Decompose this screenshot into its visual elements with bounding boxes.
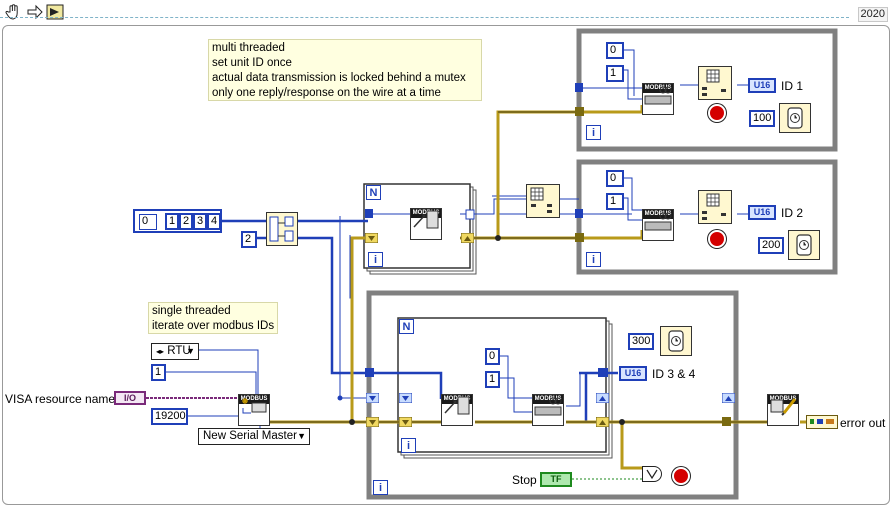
error-cluster-indicator bbox=[806, 415, 838, 429]
shift-register-right-icon bbox=[461, 233, 474, 243]
loop-stop-icon bbox=[672, 467, 690, 485]
for-loop-single[interactable] bbox=[397, 317, 607, 453]
id2-indicator: U16 bbox=[748, 205, 776, 220]
array-index[interactable]: 0 bbox=[139, 214, 157, 230]
shift-register-right-icon bbox=[596, 417, 609, 427]
visa-resource-control[interactable]: I/O bbox=[114, 391, 146, 405]
id1-label: ID 1 bbox=[781, 79, 804, 93]
toolbar: 2020 bbox=[0, 0, 891, 24]
loop-iteration-terminal: i bbox=[586, 252, 601, 267]
wait-ms-constant[interactable]: 100 bbox=[749, 110, 775, 127]
protocol-ring[interactable]: ◂▸ RTU ▼ bbox=[151, 343, 199, 360]
slave-id-constant[interactable]: 1 bbox=[151, 364, 166, 381]
loop-iteration-terminal: i bbox=[401, 438, 416, 453]
wait-ms-icon bbox=[779, 103, 811, 133]
while-loop-id34[interactable] bbox=[366, 290, 739, 500]
shift-register-right-icon bbox=[722, 393, 735, 403]
split-count-constant[interactable]: 2 bbox=[241, 231, 257, 248]
modbus-set-unit-id-vi[interactable]: MODBUS bbox=[441, 394, 473, 426]
index-array-node[interactable] bbox=[698, 190, 732, 224]
ring-increment-icon: ◂▸ bbox=[156, 347, 165, 356]
modbus-read-registers-vi[interactable]: MODBUS bbox=[532, 394, 564, 426]
register-count-constant[interactable]: 1 bbox=[485, 371, 500, 388]
shift-register-left-icon bbox=[399, 393, 412, 403]
tunnels bbox=[365, 83, 731, 426]
toolbar-separator bbox=[0, 17, 849, 18]
shift-register-left-icon bbox=[365, 233, 378, 243]
modbus-read-registers-vi[interactable]: MODBUS bbox=[642, 83, 674, 115]
wait-ms-constant[interactable]: 200 bbox=[758, 237, 784, 254]
modbus-read-registers-vi[interactable]: MODBUS bbox=[642, 209, 674, 241]
stop-label: Stop bbox=[512, 473, 537, 487]
loop-iteration-terminal: i bbox=[373, 480, 388, 495]
shift-register-left-icon bbox=[399, 417, 412, 427]
register-count-constant[interactable]: 1 bbox=[606, 193, 624, 210]
chevron-down-icon: ▼ bbox=[297, 431, 306, 441]
id34-label: ID 3 & 4 bbox=[652, 367, 696, 381]
loop-stop-icon bbox=[708, 230, 726, 248]
start-address-constant[interactable]: 0 bbox=[606, 170, 624, 187]
loop-iteration-terminal: i bbox=[368, 252, 383, 267]
id1-indicator: U16 bbox=[748, 78, 776, 93]
note-multi-threaded: multi threaded set unit ID once actual d… bbox=[208, 39, 482, 101]
unit-id-element[interactable]: 3 bbox=[193, 213, 207, 230]
build-array-node[interactable] bbox=[526, 184, 560, 218]
modbus-create-master-vi[interactable]: MODBUS bbox=[238, 394, 270, 426]
stop-control[interactable]: TF bbox=[540, 472, 572, 487]
register-count-constant[interactable]: 1 bbox=[606, 65, 624, 82]
note-single-threaded: single threaded iterate over modbus IDs bbox=[148, 302, 278, 334]
wait-ms-icon bbox=[788, 230, 820, 260]
loop-iteration-terminal: i bbox=[586, 125, 601, 140]
unit-id-element[interactable]: 4 bbox=[207, 213, 221, 230]
start-address-constant[interactable]: 0 bbox=[606, 42, 624, 59]
arrow-icon[interactable] bbox=[26, 3, 44, 21]
wait-ms-constant[interactable]: 300 bbox=[628, 333, 654, 350]
unit-id-element[interactable]: 2 bbox=[179, 213, 193, 230]
hand-icon[interactable] bbox=[5, 3, 23, 21]
id2-label: ID 2 bbox=[781, 206, 804, 220]
shift-register-left-icon bbox=[366, 417, 379, 427]
visa-resource-label: VISA resource name bbox=[5, 392, 116, 406]
split-array-node[interactable] bbox=[266, 212, 298, 246]
unit-id-element[interactable]: 1 bbox=[165, 213, 179, 230]
error-out-label: error out bbox=[840, 416, 886, 430]
loop-count-terminal: N bbox=[366, 185, 381, 200]
run-icon[interactable] bbox=[46, 3, 64, 21]
master-type-ring[interactable]: New Serial Master ▼ bbox=[198, 428, 310, 445]
version-label: 2020 bbox=[857, 7, 888, 22]
id34-indicator: U16 bbox=[619, 366, 647, 381]
modbus-set-unit-id-vi[interactable]: MODBUS bbox=[410, 208, 442, 240]
unit-id-array[interactable]: 0 1 2 3 4 bbox=[133, 209, 222, 233]
or-function-node[interactable] bbox=[642, 466, 662, 482]
shift-register-left-icon bbox=[366, 393, 379, 403]
shift-register-right-icon bbox=[596, 393, 609, 403]
wait-ms-icon bbox=[660, 326, 692, 356]
start-address-constant[interactable]: 0 bbox=[485, 348, 500, 365]
baud-rate-constant[interactable]: 19200 bbox=[151, 408, 188, 425]
modbus-close-master-vi[interactable]: MODBUS bbox=[767, 394, 799, 426]
chevron-down-icon: ▼ bbox=[186, 346, 195, 356]
index-array-node[interactable] bbox=[698, 66, 732, 100]
loop-count-terminal: N bbox=[399, 319, 414, 334]
loop-stop-icon bbox=[708, 104, 726, 122]
